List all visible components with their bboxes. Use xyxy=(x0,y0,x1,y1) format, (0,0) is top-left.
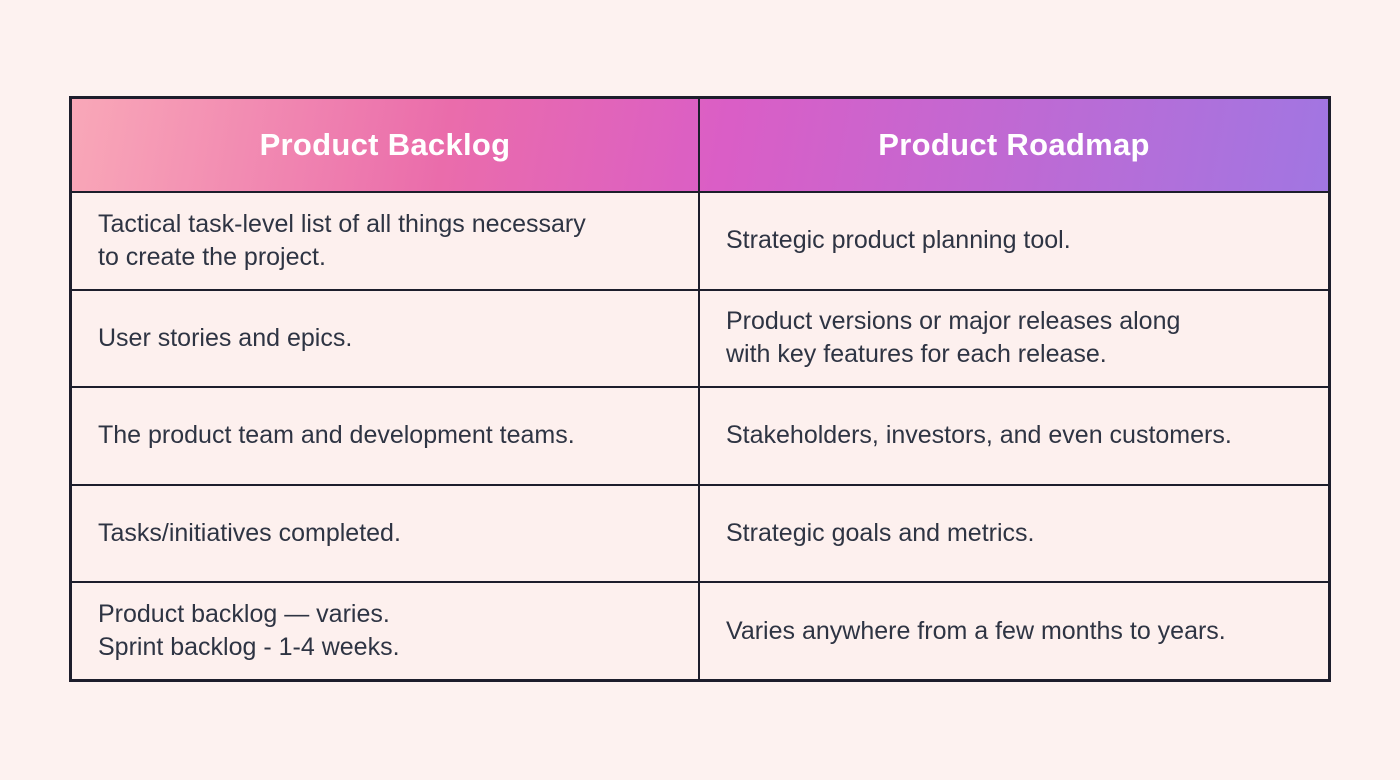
cell-backlog-timeframe: Product backlog — varies. Sprint backlog… xyxy=(72,583,700,679)
comparison-table: Product Backlog Product Roadmap Tactical… xyxy=(69,96,1331,682)
cell-backlog-definition: Tactical task-level list of all things n… xyxy=(72,193,700,289)
column-header-product-roadmap: Product Roadmap xyxy=(878,127,1150,162)
table-row: The product team and development teams. … xyxy=(72,386,1328,484)
table-header-row: Product Backlog Product Roadmap xyxy=(72,99,1328,191)
cell-backlog-contents: User stories and epics. xyxy=(72,290,700,387)
table-row: Tactical task-level list of all things n… xyxy=(72,191,1328,289)
cell-roadmap-contents: Product versions or major releases along… xyxy=(700,290,1328,387)
cell-roadmap-definition: Strategic product planning tool. xyxy=(700,193,1328,289)
cell-backlog-audience: The product team and development teams. xyxy=(72,388,700,484)
cell-roadmap-audience: Stakeholders, investors, and even custom… xyxy=(700,388,1328,484)
table-row: Product backlog — varies. Sprint backlog… xyxy=(72,581,1328,679)
table-row: User stories and epics. Product versions… xyxy=(72,288,1328,387)
cell-roadmap-measures: Strategic goals and metrics. xyxy=(700,485,1328,582)
column-header-product-backlog: Product Backlog xyxy=(72,99,700,191)
table-row: Tasks/initiatives completed. Strategic g… xyxy=(72,483,1328,582)
cell-roadmap-timeframe: Varies anywhere from a few months to yea… xyxy=(700,583,1328,679)
cell-backlog-measures: Tasks/initiatives completed. xyxy=(72,485,700,582)
